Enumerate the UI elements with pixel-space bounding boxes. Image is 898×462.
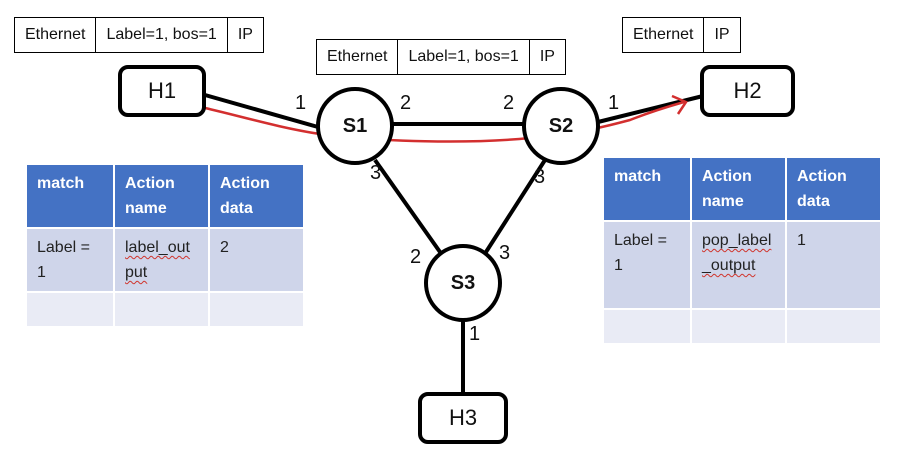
table-row: Label = 1 label_output 2 [27, 227, 303, 292]
header-action-data: Action data [786, 158, 880, 221]
empty-cell [27, 291, 115, 326]
table-row-empty [604, 308, 880, 343]
packet-header-h2: Ethernet IP [622, 17, 741, 53]
link-s1-s3 [373, 158, 442, 254]
cell-match: Label = 1 [604, 220, 692, 309]
header-match: match [604, 158, 692, 221]
header-action-name: Action name [114, 165, 210, 228]
link-h1-s1 [204, 93, 319, 129]
action-name-text: pop_label_output [702, 232, 772, 274]
flow-table-s2: match Action name Action data Label = 1 … [604, 158, 880, 343]
table-header-row: match Action name Action data [27, 165, 303, 228]
port-s1-h1: 1 [295, 92, 307, 114]
header-ip: IP [539, 48, 555, 65]
cell-action-name: label_output [114, 227, 210, 292]
empty-cell [604, 308, 692, 343]
packet-header-s1-s2: Ethernet Label=1, bos=1 IP [316, 39, 566, 75]
header-ip: IP [714, 26, 730, 43]
packet-path-arrow [204, 100, 685, 143]
link-s2-h2 [597, 94, 704, 124]
port-s2-h2: 1 [608, 92, 620, 114]
table-header-row: match Action name Action data [604, 158, 880, 221]
flow-table-s1: match Action name Action data Label = 1 … [27, 165, 303, 326]
port-s1-s3: 3 [370, 162, 382, 184]
switch-s3: S3 [424, 244, 502, 322]
header-label: Label=1, bos=1 [96, 18, 228, 52]
port-s2-s1: 2 [503, 92, 515, 114]
empty-cell [786, 308, 880, 343]
port-s3-s2: 3 [499, 242, 511, 264]
table-row: Label = 1 pop_label_output 1 [604, 220, 880, 309]
switch-s1: S1 [316, 87, 394, 165]
header-ethernet: Ethernet [15, 18, 97, 52]
link-s2-s3 [484, 158, 547, 254]
header-label: Label=1, bos=1 [398, 40, 530, 74]
table-row-empty [27, 291, 303, 326]
header-ethernet: Ethernet [623, 18, 705, 52]
empty-cell [691, 308, 787, 343]
port-s2-s3: 3 [534, 166, 546, 188]
header-action-name: Action name [691, 158, 787, 221]
host-h2: H2 [700, 65, 795, 117]
cell-match: Label = 1 [27, 227, 115, 292]
port-s3-s1: 2 [410, 246, 422, 268]
header-ip: IP [237, 26, 253, 43]
port-s3-h3: 1 [469, 323, 481, 345]
action-name-text: label_output [125, 239, 190, 281]
packet-header-h1: Ethernet Label=1, bos=1 IP [14, 17, 264, 53]
cell-action-data: 2 [209, 227, 303, 292]
header-action-data: Action data [209, 165, 303, 228]
header-match: match [27, 165, 115, 228]
port-s1-s2: 2 [400, 92, 412, 114]
header-ethernet: Ethernet [317, 40, 399, 74]
packet-path-arrowhead [671, 94, 688, 115]
empty-cell [209, 291, 303, 326]
host-h1: H1 [118, 65, 206, 117]
switch-s2: S2 [522, 87, 600, 165]
cell-action-data: 1 [786, 220, 880, 309]
empty-cell [114, 291, 210, 326]
host-h3: H3 [418, 392, 508, 444]
cell-action-name: pop_label_output [691, 220, 787, 309]
